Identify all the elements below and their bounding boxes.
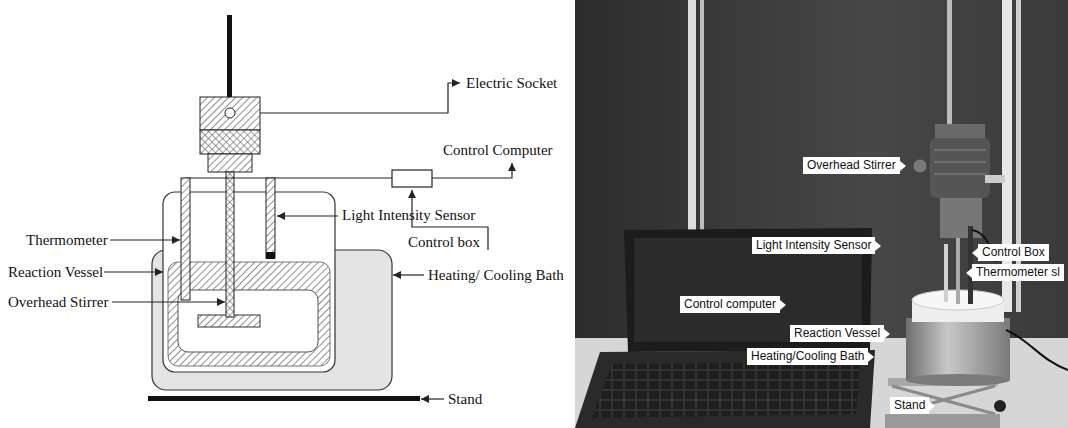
stand-rod xyxy=(227,15,232,97)
stirrer-shaft xyxy=(226,172,234,317)
photo-shaft xyxy=(956,238,960,304)
part-label: Electric Socket xyxy=(466,74,557,92)
liquid-hatch xyxy=(168,262,330,366)
bath-bottom xyxy=(906,374,1010,386)
part-label: Overhead Stirrer xyxy=(8,293,108,311)
speed-knob xyxy=(913,159,927,173)
signal-wire xyxy=(185,177,392,178)
photo-label: Control Box xyxy=(978,244,1049,261)
part-label: Control Computer xyxy=(443,141,553,159)
stirrer-rod xyxy=(947,0,952,126)
label-text: Reaction Vessel xyxy=(794,326,880,340)
thermometer-probe xyxy=(944,244,948,302)
bath-body xyxy=(906,318,1010,380)
leader-line xyxy=(260,83,460,113)
label-text: Stand xyxy=(894,398,925,412)
label-text: Heating/Cooling Bath xyxy=(751,349,864,363)
photo-label: Thermometer sl xyxy=(972,264,1064,281)
laptop-base xyxy=(575,350,875,428)
sensor-tip xyxy=(266,252,275,259)
cable xyxy=(1006,330,1068,370)
label-text: Control computer xyxy=(684,297,776,311)
photo-label: Heating/Cooling Bath xyxy=(747,348,868,365)
part-label: Control box xyxy=(408,233,480,251)
photo xyxy=(575,0,1068,428)
thermometer-symbol xyxy=(181,178,190,300)
leader-line xyxy=(393,274,424,275)
part-label: Thermometer xyxy=(26,231,108,249)
motor-body xyxy=(200,130,260,154)
label-text: Thermometer sl xyxy=(976,265,1060,279)
leader-line xyxy=(112,301,225,302)
label-text: Control Box xyxy=(982,245,1045,259)
motor-cap xyxy=(935,124,985,140)
wall xyxy=(575,0,1068,428)
stir-zone xyxy=(178,290,318,352)
jack-arm xyxy=(892,386,995,414)
photo-label: Control computer xyxy=(680,296,780,313)
motor-ridge xyxy=(934,161,986,163)
photo-label: Overhead Stirrer xyxy=(803,157,900,174)
control-box-symbol xyxy=(392,170,432,187)
coupler xyxy=(208,154,252,172)
keyboard xyxy=(592,362,860,418)
jack-base xyxy=(885,414,1000,428)
label-text: Light Intensity Sensor xyxy=(756,238,871,252)
jack-arm xyxy=(892,386,995,414)
leader-line xyxy=(432,163,512,178)
motor-ridge xyxy=(934,173,986,175)
photo-label: Light Intensity Sensor xyxy=(752,237,875,254)
part-label: Reaction Vessel xyxy=(8,263,103,281)
leader-line xyxy=(104,271,163,272)
schematic xyxy=(104,15,512,401)
part-label: Light Intensity Sensor xyxy=(342,206,475,224)
jack-knob xyxy=(994,400,1006,412)
clamp-arm xyxy=(985,175,1005,183)
leader-line xyxy=(277,215,338,216)
leader-line xyxy=(110,239,180,240)
part-label: Stand xyxy=(448,390,482,408)
motor-housing xyxy=(200,97,260,130)
part-label: Heating/ Cooling Bath xyxy=(428,266,564,284)
photo-label: Reaction Vessel xyxy=(790,325,884,342)
label-text: Overhead Stirrer xyxy=(807,158,896,172)
leader-line xyxy=(421,398,444,399)
stand-base xyxy=(148,396,420,401)
sensor-symbol xyxy=(266,178,275,258)
photo-label: Stand xyxy=(890,397,929,414)
motor xyxy=(930,138,990,198)
motor-ridge xyxy=(934,149,986,151)
motor-switch xyxy=(225,108,235,118)
